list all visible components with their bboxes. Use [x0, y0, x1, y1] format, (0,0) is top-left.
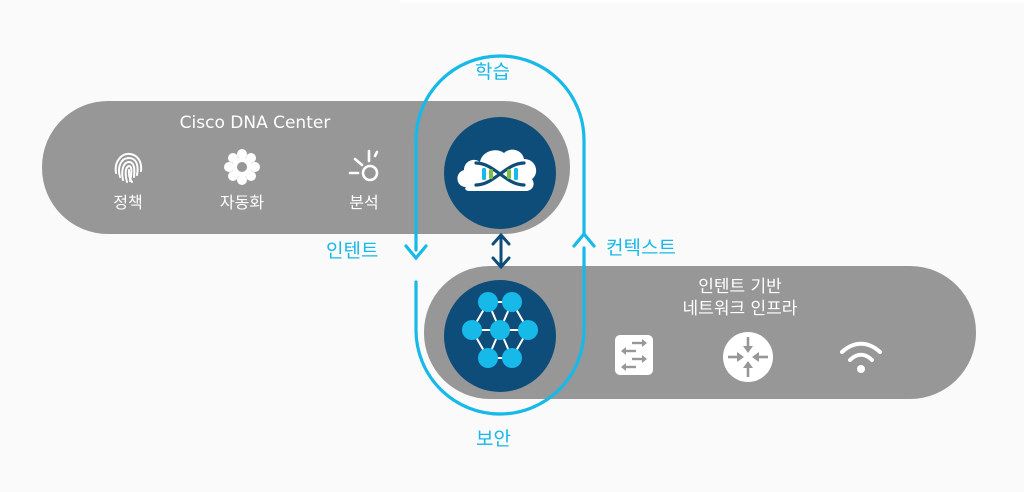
analytics-light-icon: [348, 149, 379, 182]
tool-automation: 자동화: [202, 147, 282, 213]
cloud-dna-icon: [457, 149, 537, 191]
switch-device: [614, 334, 654, 380]
router-device: [722, 331, 774, 387]
label-intent: 인텐트: [326, 240, 379, 262]
dna-center-title: Cisco DNA Center: [179, 113, 331, 133]
loop-lower-path: [414, 246, 586, 416]
bidirectional-arrow-icon: [491, 232, 511, 270]
tool-analytics-label: 분석: [349, 193, 379, 212]
fingerprint-icon: [114, 152, 143, 183]
network-mesh-icon: [462, 292, 538, 368]
router-icon: [723, 332, 773, 382]
tool-analytics: 분석: [324, 147, 404, 213]
infrastructure-title-line2: 네트워크 인프라: [682, 299, 798, 319]
wifi-icon: [840, 341, 882, 373]
loop-upper-path: [414, 54, 586, 252]
intent-arrow-icon: [404, 244, 428, 261]
wifi-device: [838, 338, 884, 380]
label-learning: 학습: [475, 61, 510, 83]
dna-center-hub: [444, 117, 556, 229]
top-divider: [400, 0, 1024, 3]
gear-icon: [224, 149, 260, 185]
label-context: 컨텍스트: [606, 237, 676, 259]
infrastructure-title-line1: 인텐트 기반: [698, 277, 782, 297]
switch-icon: [615, 335, 653, 375]
network-hub: [444, 280, 556, 392]
context-arrow-icon: [572, 231, 596, 248]
label-security: 보안: [476, 428, 511, 450]
infrastructure-title: 인텐트 기반 네트워크 인프라: [640, 276, 840, 320]
tool-automation-label: 자동화: [219, 193, 265, 212]
tool-policy: 정책: [88, 147, 168, 213]
tool-policy-label: 정책: [113, 193, 143, 212]
